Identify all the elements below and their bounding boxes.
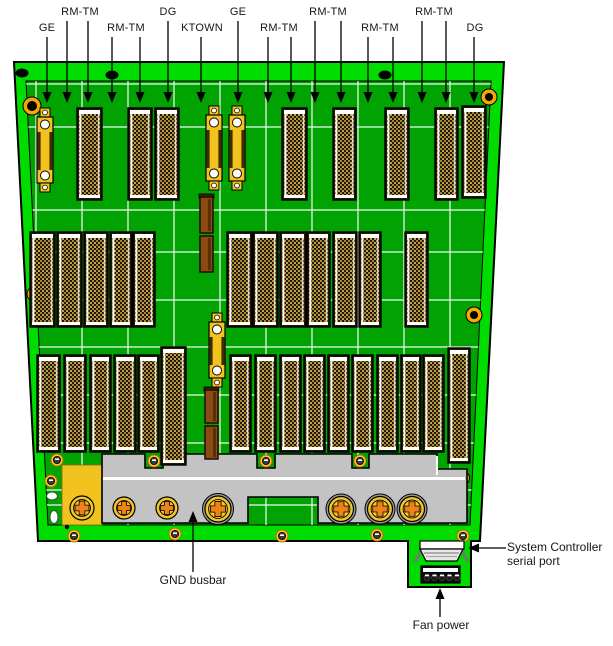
slot-connector <box>56 231 83 328</box>
screw-icon <box>370 528 384 542</box>
mounting-hole <box>465 306 483 324</box>
mounting-hole <box>22 96 42 116</box>
slot-connector <box>113 354 137 453</box>
slot-connector <box>376 354 399 453</box>
slot-connector <box>89 354 112 453</box>
gnd-busbar-arrow <box>188 511 198 572</box>
screw-icon <box>147 454 161 468</box>
screw-icon <box>67 529 81 543</box>
slot-connector <box>254 354 277 453</box>
slot-connector <box>36 354 61 453</box>
led-component <box>46 491 58 501</box>
slot-connector <box>434 107 459 201</box>
slot-connector <box>109 231 133 328</box>
board-hole <box>15 68 29 78</box>
board-hole <box>378 70 392 80</box>
slot-connector <box>252 231 279 328</box>
ge-connector <box>205 105 223 191</box>
slot-connector <box>160 346 187 466</box>
slot-connector <box>351 354 374 453</box>
slot-connector <box>63 354 87 453</box>
serial-port-connector <box>413 540 470 563</box>
slot-connector <box>76 107 103 201</box>
slot-connector <box>132 231 156 328</box>
board-dot <box>64 524 70 530</box>
slot-arrows <box>42 21 479 103</box>
slot-connector <box>327 354 350 453</box>
slot-connector <box>400 354 422 453</box>
busbar-seam <box>436 456 438 475</box>
ge-connector <box>208 312 226 388</box>
led-component <box>49 510 59 524</box>
slot-connector <box>83 231 109 328</box>
screw-icon <box>275 529 289 543</box>
slot-connector <box>226 231 253 328</box>
slot-connector <box>137 354 160 453</box>
gnd-terminal <box>364 493 396 525</box>
slot-connector <box>154 107 180 201</box>
fan-power-arrow <box>435 588 445 617</box>
slot-connector <box>332 231 358 328</box>
ge-connector <box>228 105 246 191</box>
screw-icon <box>168 527 182 541</box>
brown-connector <box>203 386 220 460</box>
slot-connector <box>281 107 308 201</box>
ge-connector <box>36 107 54 193</box>
slot-connector <box>332 107 357 201</box>
screw-icon <box>259 454 273 468</box>
screw-icon <box>44 474 58 488</box>
slot-connector <box>384 107 410 201</box>
slot-connector <box>422 354 445 453</box>
screw-icon <box>456 529 470 543</box>
fan-power-connector <box>420 565 461 584</box>
slot-connector <box>447 347 471 464</box>
brown-connector <box>198 193 215 273</box>
slot-connector <box>306 231 331 328</box>
gnd-terminal <box>69 495 95 521</box>
slot-connector <box>229 354 252 453</box>
slot-connector <box>303 354 326 453</box>
slot-connector <box>29 231 56 328</box>
serial-port-arrow <box>468 543 506 553</box>
slot-connector <box>127 107 153 201</box>
gnd-terminal <box>325 493 357 525</box>
screw-icon <box>353 454 367 468</box>
mounting-hole <box>480 88 498 106</box>
gnd-terminal <box>396 493 428 525</box>
slot-connector <box>404 231 429 328</box>
slot-connector <box>461 105 487 199</box>
gnd-terminal <box>155 496 179 520</box>
gnd-terminal <box>112 496 136 520</box>
slot-connector <box>358 231 382 328</box>
gnd-terminal <box>202 493 234 525</box>
slot-connector <box>279 354 302 453</box>
busbar-highlight <box>103 477 465 480</box>
slot-connector <box>279 231 307 328</box>
screw-icon <box>50 453 64 467</box>
